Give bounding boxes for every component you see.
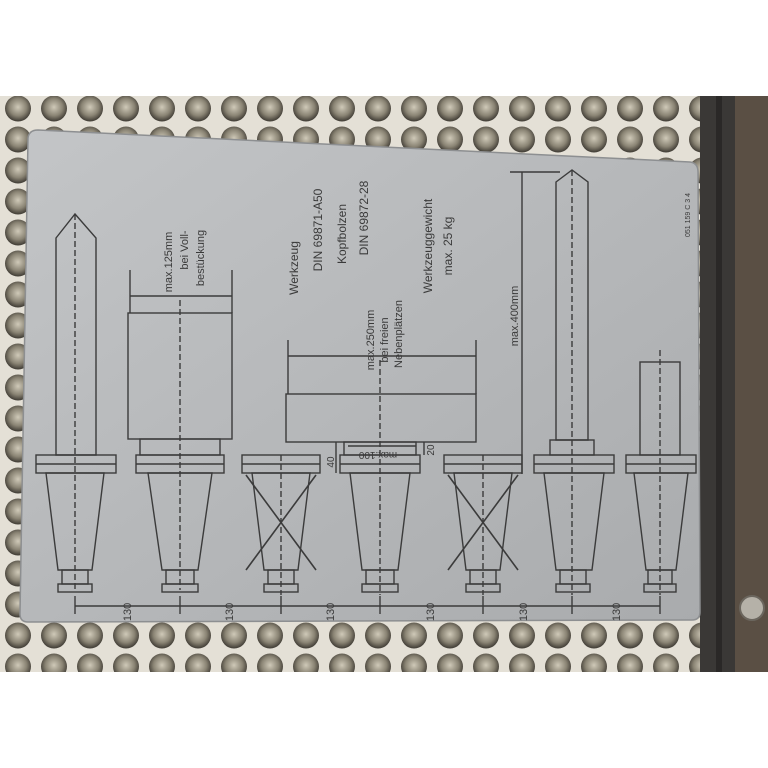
spacing-label-2: 130 (224, 603, 236, 621)
spacing-label-4: 130 (425, 603, 437, 621)
spacing-label-1: 130 (122, 603, 134, 621)
bolt-head (739, 595, 765, 621)
dim-20-label: 20 (426, 444, 437, 456)
tool-title: Werkzeug (287, 241, 301, 295)
tool-standard: DIN 69871-A50 (311, 188, 325, 271)
dim-250-label: max.250mm (365, 310, 377, 371)
dim-125-label: max.125mm (163, 232, 175, 293)
dim-100-label: max.100 (358, 449, 397, 460)
dim-250-note2: Nebenplätzen (393, 300, 405, 368)
dim-40-label: 40 (326, 456, 337, 468)
weight-title: Werkzeuggewicht (421, 198, 435, 293)
weight-value: max. 25 kg (441, 217, 455, 276)
spacing-label-5: 130 (518, 603, 530, 621)
bolt-standard: DIN 69872-28 (357, 180, 371, 255)
spacing-label-6: 130 (611, 603, 623, 621)
dim-125-note2: bestückung (195, 230, 207, 286)
spacing-label-3: 130 (325, 603, 337, 621)
dim-250-note1: bei freien (379, 317, 391, 362)
bolt-title: Kopfbolzen (335, 204, 349, 264)
dim-125-note1: bei Voll- (179, 230, 191, 269)
dim-400-label: max.400mm (509, 286, 521, 347)
part-code: 051 159 C 3 4 (685, 193, 692, 237)
information-plate (19, 129, 701, 623)
